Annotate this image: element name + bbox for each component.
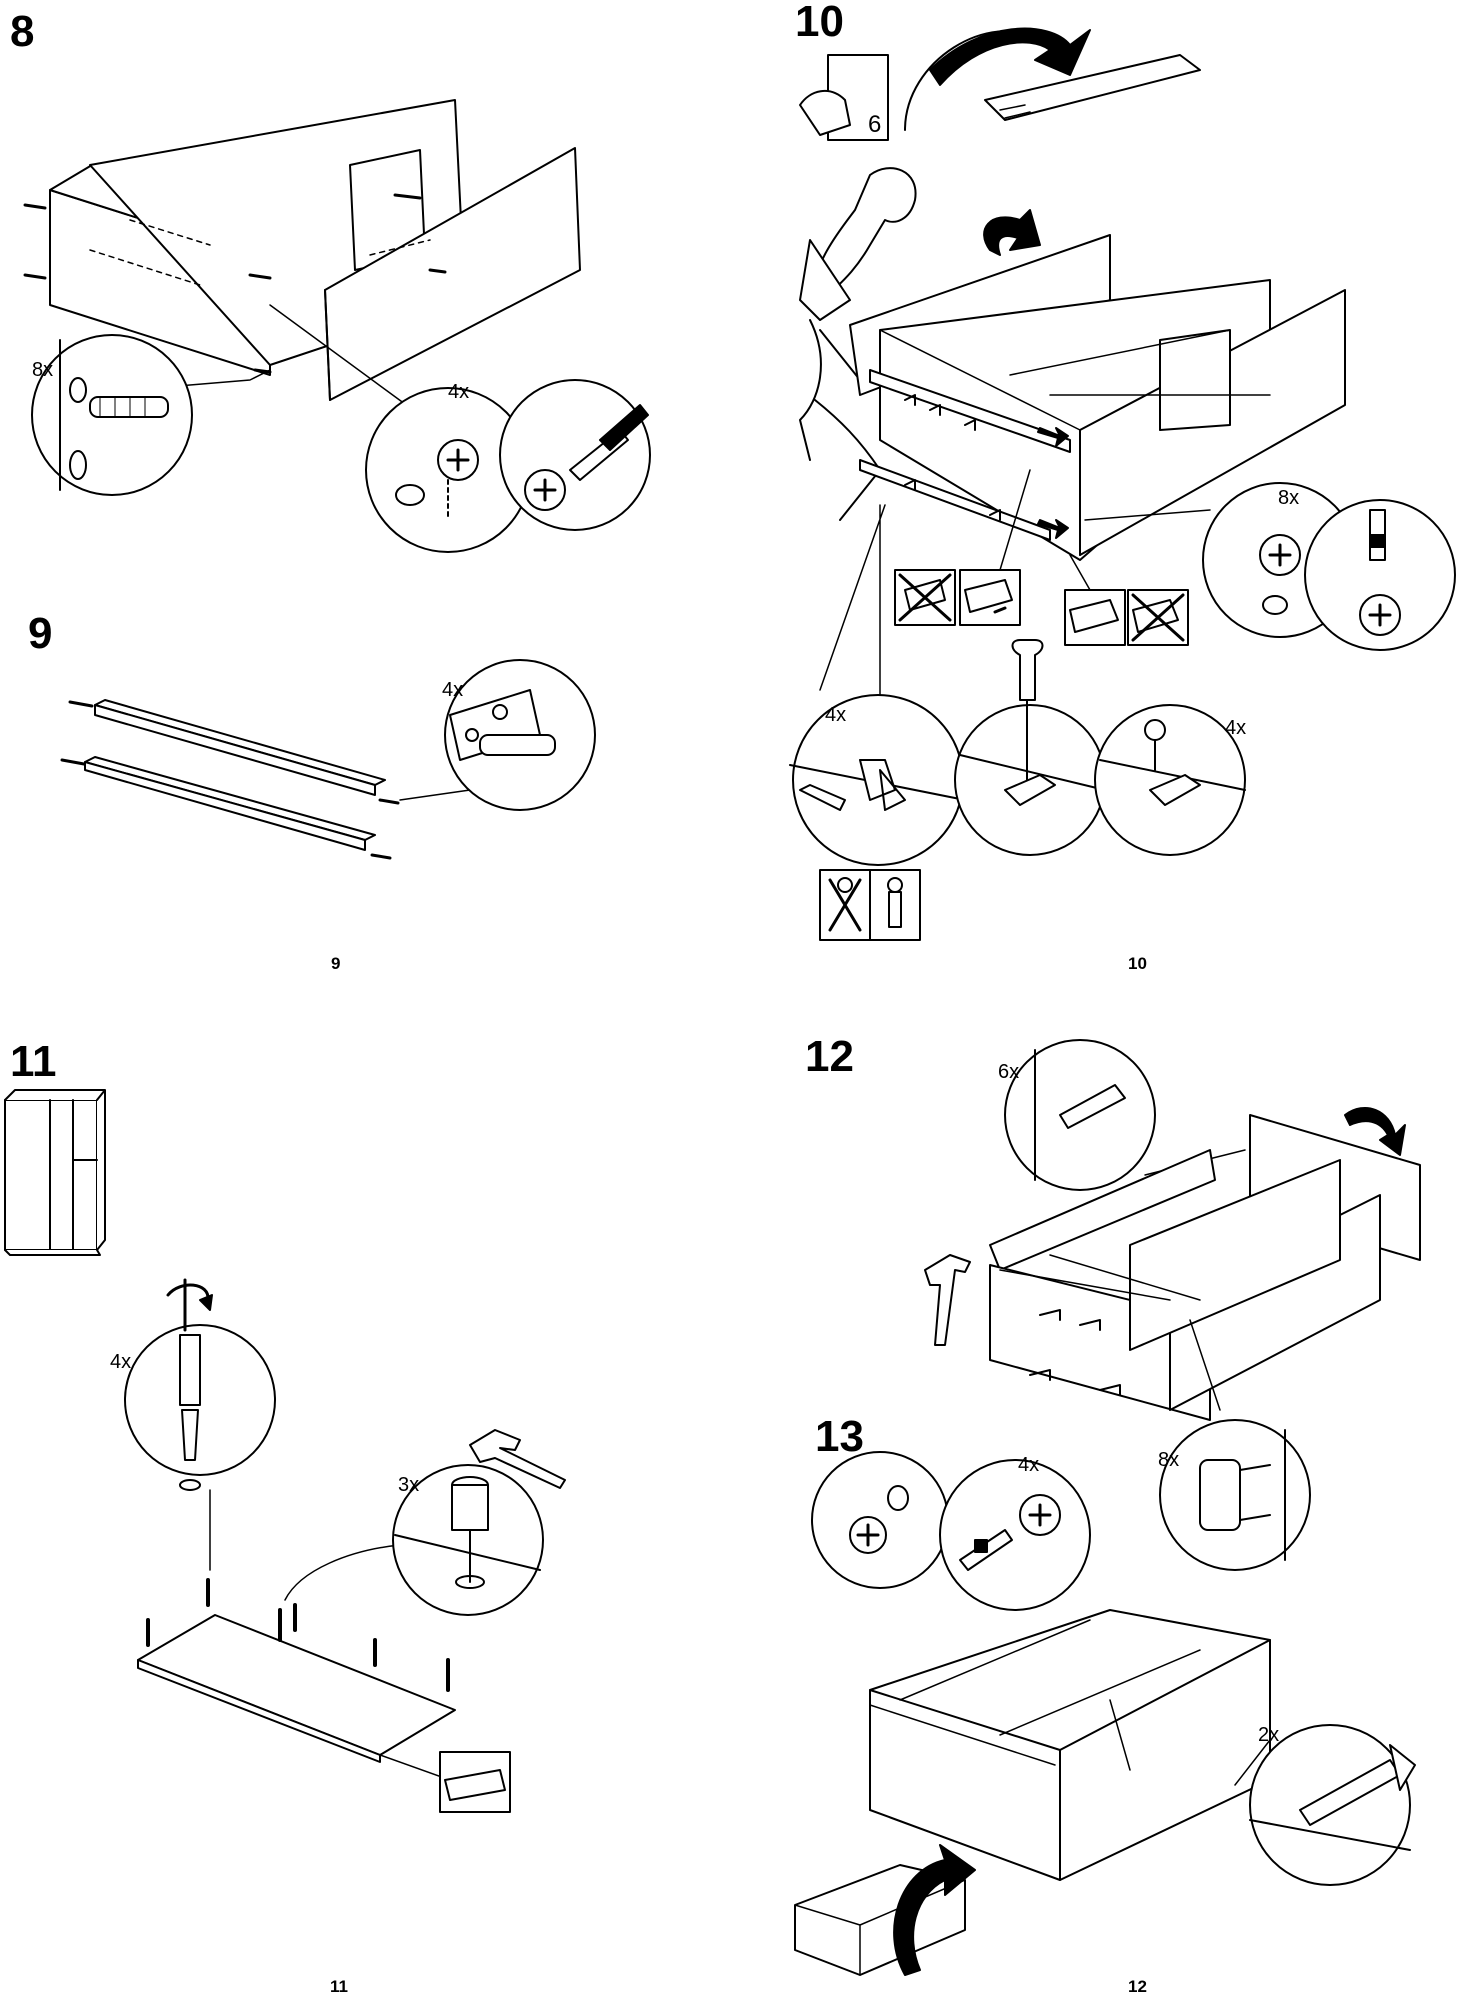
detail-glide-circle bbox=[392, 1464, 544, 1616]
hammer-icon-12 bbox=[924, 1254, 971, 1346]
step-13-illustration bbox=[794, 1451, 1416, 1976]
qty-step13-camlock: 4x bbox=[1018, 1454, 1040, 1476]
wrong-orientation-box-2 bbox=[1127, 589, 1189, 646]
page-number-10: 10 bbox=[1128, 954, 1147, 973]
step-number-10: 10 bbox=[795, 0, 844, 46]
step-number-11: 11 bbox=[10, 1037, 57, 1086]
wrong-orientation-box-1 bbox=[894, 569, 956, 626]
step-9-illustration bbox=[60, 659, 596, 860]
detail-camlock-circle-13 bbox=[811, 1451, 949, 1589]
page-number-9: 9 bbox=[331, 954, 341, 973]
hammer-icon bbox=[469, 1429, 566, 1489]
turn-page-number: 6 bbox=[868, 111, 882, 138]
step-8-illustration bbox=[23, 99, 651, 553]
screw-type-box bbox=[819, 869, 921, 941]
qty-step10-bracket: 4x bbox=[825, 704, 847, 726]
page-number-12: 12 bbox=[1128, 1977, 1147, 1996]
qty-step9-dowel: 4x bbox=[442, 679, 464, 701]
correct-orientation-box-2 bbox=[1064, 589, 1126, 646]
step-number-13: 13 bbox=[815, 1412, 864, 1461]
step-number-12: 12 bbox=[805, 1032, 854, 1081]
step-number-9: 9 bbox=[28, 609, 53, 658]
qty-step13-screw: 2x bbox=[1258, 1724, 1280, 1746]
step-number-8: 8 bbox=[10, 7, 35, 56]
qty-step12-clip: 8x bbox=[1158, 1449, 1180, 1471]
qty-step11-leg: 4x bbox=[110, 1351, 132, 1373]
detail-screwdriver-circle-10 bbox=[1304, 499, 1456, 651]
detail-screwdriver-circle bbox=[499, 379, 651, 531]
qty-step12-dowel: 6x bbox=[998, 1061, 1020, 1083]
detail-screwdriver-circle-13 bbox=[939, 1459, 1091, 1611]
detail-bracket-circle-3 bbox=[1094, 704, 1246, 856]
qty-step8-dowel: 8x bbox=[32, 359, 54, 381]
step-11-illustration bbox=[4, 1089, 566, 1813]
qty-step10-screw: 4x bbox=[1225, 717, 1247, 739]
qty-step8-camlock: 4x bbox=[448, 381, 470, 403]
correct-orientation-box-1 bbox=[959, 569, 1021, 626]
step-10-illustration bbox=[789, 27, 1456, 941]
qty-step11-glide: 3x bbox=[398, 1474, 420, 1496]
step-12-illustration bbox=[924, 1039, 1421, 1571]
qty-step10-camlock: 8x bbox=[1278, 487, 1300, 509]
page-number-11: 11 bbox=[330, 1977, 348, 1996]
person-figure bbox=[809, 167, 917, 301]
